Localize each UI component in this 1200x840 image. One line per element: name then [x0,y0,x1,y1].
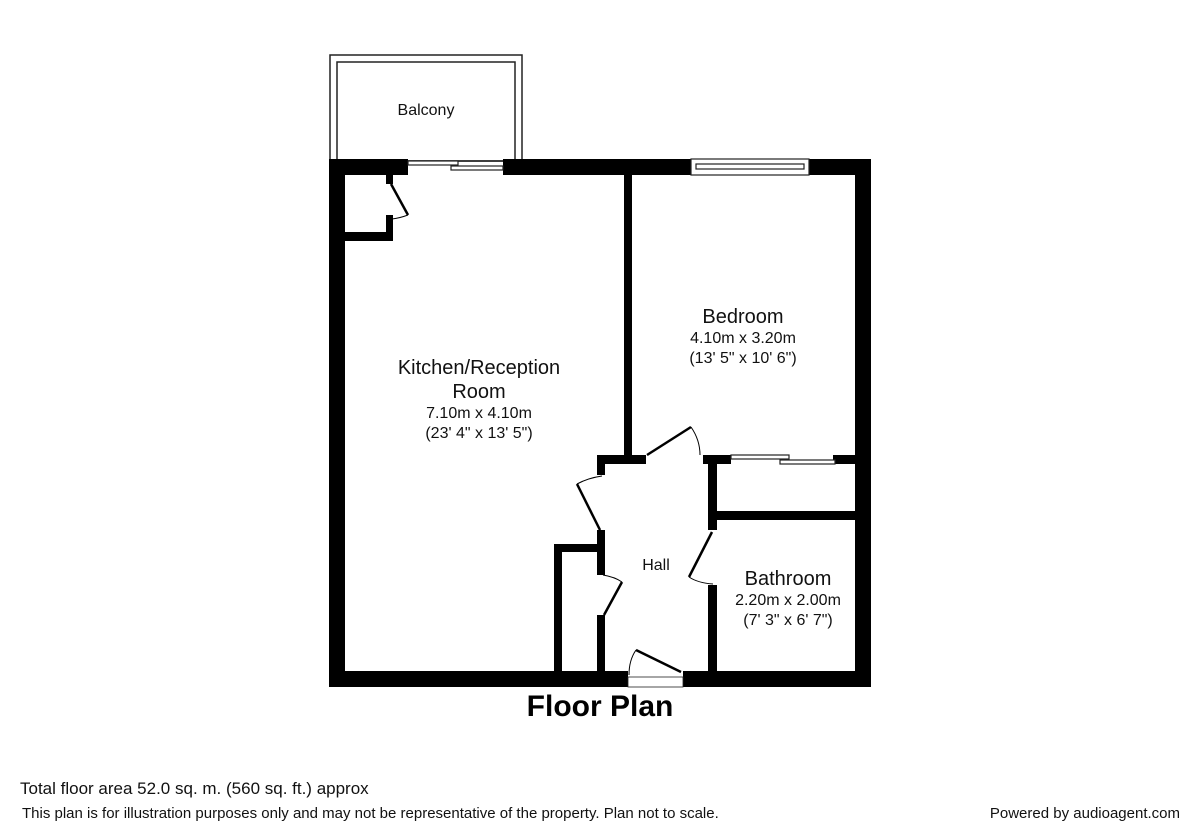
exterior-walls [329,159,871,687]
bathroom-label: Bathroom 2.20m x 2.00m (7' 3" x 6' 7") [718,567,858,631]
kitchen-label: Kitchen/Reception Room 7.10m x 4.10m (23… [369,356,589,444]
cupboard-sliding-door [730,454,836,465]
kitchen-dim-metric: 7.10m x 4.10m [426,405,532,422]
hall-label: Hall [642,557,670,574]
closet-door [389,183,410,220]
bedroom-label: Bedroom 4.10m x 3.20m (13' 5" x 10' 6") [643,305,843,369]
balcony-sliding-door [407,160,504,171]
powered-by: Powered by audioagent.com [989,805,1180,822]
bedroom-window [690,158,810,176]
floor-plan-drawing [329,54,871,688]
kitchen-door [575,475,603,531]
closet-walls [345,175,393,241]
floor-plan: Balcony Kitchen/Reception Room 7.10m x 4… [329,54,871,688]
bedroom-dim-imperial: (13' 5" x 10' 6") [689,350,797,367]
plan-title: Floor Plan [526,690,674,723]
balcony-label: Balcony [397,102,455,119]
total-floor-area: Total floor area 52.0 sq. m. (560 sq. ft… [20,779,369,798]
entrance-door [627,648,684,688]
kitchen-name-line2: Room [452,381,506,403]
bedroom-door [646,425,701,457]
kitchen-dim-imperial: (23' 4" x 13' 5") [425,425,533,442]
bathroom-dim-metric: 2.20m x 2.00m [735,592,841,609]
bedroom-dim-metric: 4.10m x 3.20m [690,330,796,347]
kitchen-name-line1: Kitchen/Reception [397,357,561,379]
interior-walls [554,175,855,675]
bathroom-door [687,531,714,585]
bathroom-name: Bathroom [744,568,832,590]
storage-door [602,574,624,616]
bathroom-dim-imperial: (7' 3" x 6' 7") [743,612,833,629]
bedroom-name: Bedroom [702,306,784,328]
disclaimer: This plan is for illustration purposes o… [22,805,719,822]
